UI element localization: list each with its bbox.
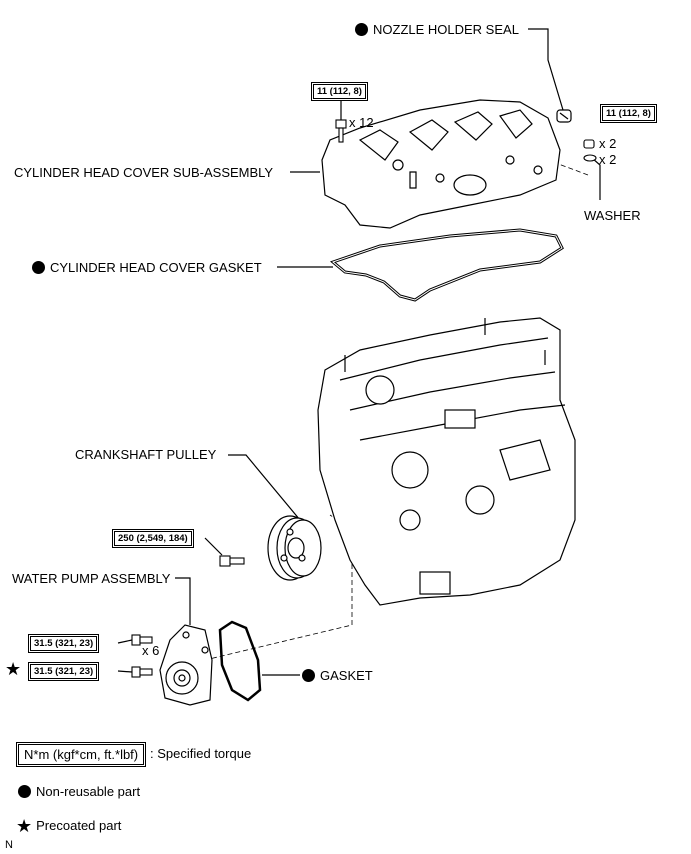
precoated-star-icon: ★ (5, 659, 22, 679)
label-cylinder-head-cover-sub-assembly: CYLINDER HEAD COVER SUB-ASSEMBLY (14, 165, 274, 180)
water-pump-assembly (159, 624, 213, 706)
cover-bolt (335, 119, 347, 143)
figure-code: N (5, 839, 13, 851)
non-reusable-icon (18, 785, 31, 798)
qty-nuts: x 2 (599, 136, 617, 151)
torque-pulley-bolt: 250 (2,549, 184) (112, 529, 194, 548)
cylinder-head-cover (321, 99, 561, 229)
legend-torque-box: N*m (kgf*cm, ft.*lbf) (16, 742, 147, 767)
legend-precoated: ★Precoated part (16, 816, 122, 836)
torque-nut: 11 (112, 8) (600, 104, 657, 123)
engine-block (317, 317, 576, 606)
legend-non-reusable: Non-reusable part (18, 784, 140, 799)
label-nozzle-holder-seal: NOZZLE HOLDER SEAL (355, 22, 519, 37)
label-crankshaft-pulley: CRANKSHAFT PULLEY (75, 447, 217, 462)
leader-pump-bolt-2 (117, 670, 133, 673)
nut-and-washer (583, 139, 597, 162)
nozzle-holder-seal (556, 109, 572, 123)
label-cylinder-head-cover-gasket: CYLINDER HEAD COVER GASKET (32, 260, 262, 275)
torque-pump-bolt: 31.5 (321, 23) (28, 634, 100, 653)
qty-pump-bolts: x 6 (142, 643, 160, 658)
legend-torque-desc: : Specified torque (150, 746, 252, 761)
pulley-bolt (219, 555, 245, 567)
qty-cover-bolts: x 12 (349, 115, 374, 130)
qty-washers: x 2 (599, 152, 617, 167)
label-water-pump-assembly: WATER PUMP ASSEMBLY (12, 571, 171, 586)
non-reusable-icon (32, 261, 45, 274)
non-reusable-icon (355, 23, 368, 36)
cylinder-head-cover-gasket (329, 228, 564, 302)
pump-bolts (131, 634, 153, 678)
water-pump-gasket (218, 620, 262, 702)
precoated-star-icon: ★ (16, 816, 33, 836)
leader-nozzle-holder-seal (528, 28, 564, 111)
label-gasket: GASKET (302, 668, 373, 683)
leader-water-pump-assembly (175, 577, 191, 625)
leader-pump-bolt-1 (117, 639, 133, 644)
leader-pulley-bolt (204, 537, 223, 556)
crankshaft-pulley (267, 515, 322, 581)
leader-crankshaft-pulley (228, 454, 301, 521)
non-reusable-icon (302, 669, 315, 682)
label-washer: WASHER (584, 208, 641, 223)
torque-cover-bolt: 11 (112, 8) (311, 82, 368, 101)
torque-pump-bolt-precoated: 31.5 (321, 23) (28, 662, 100, 681)
